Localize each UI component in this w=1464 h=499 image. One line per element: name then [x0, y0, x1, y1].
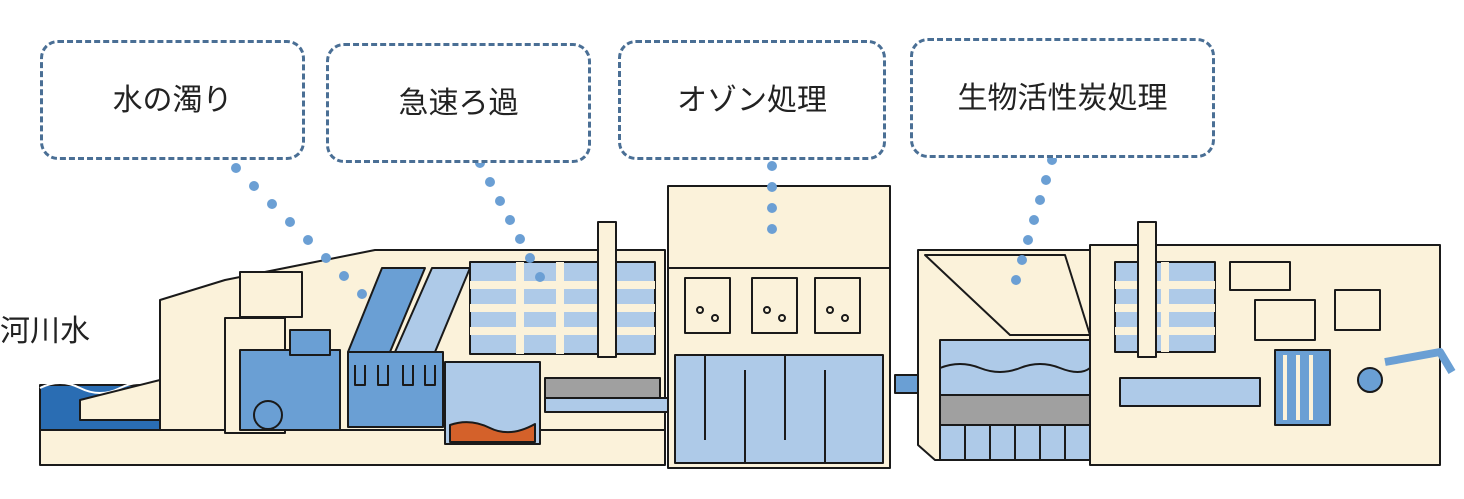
callout-ozone-treatment: オゾン処理 — [618, 40, 886, 160]
callout-label-bac-treatment: 生物活性炭処理 — [957, 81, 1168, 116]
river-water-label: 河川水 — [0, 314, 90, 349]
intake-tower — [239, 271, 303, 318]
distribution-pump — [1357, 367, 1383, 393]
outlet-pipe — [1384, 348, 1456, 375]
ozone-generator-2 — [751, 277, 798, 334]
callout-rapid-filtration: 急速ろ過 — [326, 43, 591, 163]
sludge-layer — [449, 421, 536, 443]
callout-label-ozone-treatment: オゾン処理 — [677, 83, 827, 118]
chimney-2 — [1137, 221, 1157, 358]
chimney-1 — [597, 221, 617, 358]
callout-bac-treatment: 生物活性炭処理 — [910, 38, 1215, 158]
pump — [253, 400, 283, 430]
ozone-generator-3 — [814, 277, 861, 334]
callout-turbidity: 水の濁り — [40, 40, 305, 160]
bac-water — [939, 339, 1091, 396]
carbon-bed — [939, 394, 1091, 426]
ozone-building-roof — [667, 185, 891, 269]
ozone-contactor — [674, 354, 884, 464]
callout-label-turbidity: 水の濁り — [112, 83, 233, 118]
clean-water-reservoir — [1119, 377, 1261, 407]
ozone-generator-1 — [684, 277, 731, 334]
plant-base — [39, 429, 666, 466]
callout-label-rapid-filtration: 急速ろ過 — [398, 86, 519, 121]
